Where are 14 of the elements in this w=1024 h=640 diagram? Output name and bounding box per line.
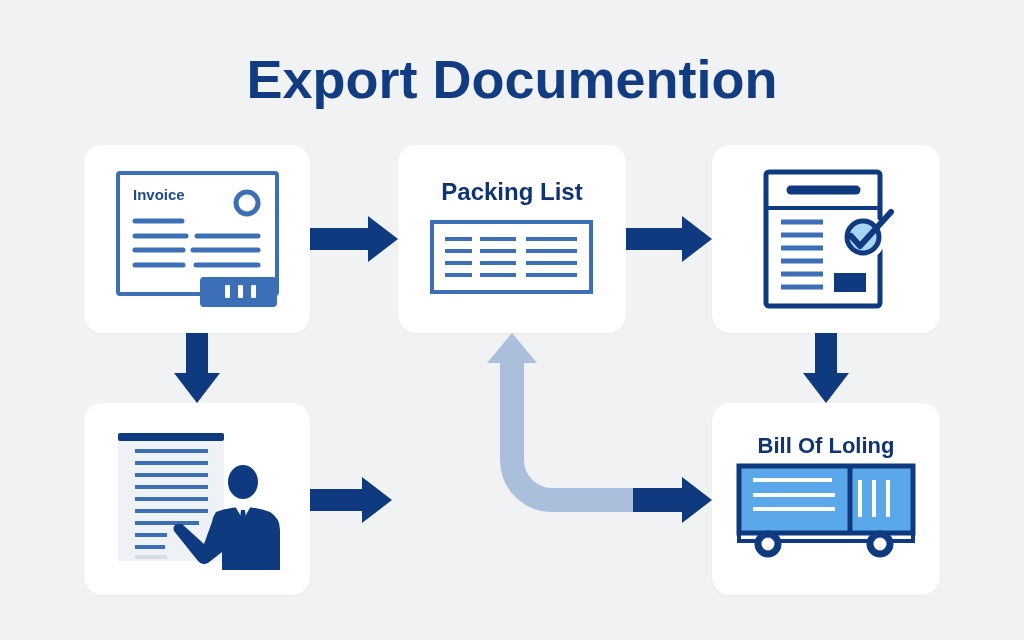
document-card	[712, 403, 940, 595]
document-card	[84, 403, 310, 595]
document-card	[712, 145, 940, 333]
arrow	[310, 477, 392, 523]
arrow	[803, 333, 849, 403]
document-card	[84, 145, 310, 333]
card-title: Packing List	[441, 180, 583, 204]
arrow	[310, 216, 398, 262]
arrow	[626, 216, 712, 262]
card-title: Bill Of Loling	[757, 435, 895, 457]
arrow	[174, 333, 220, 403]
document-heading: Invoice	[133, 187, 185, 202]
curved-arrow	[487, 333, 712, 523]
document-card	[398, 145, 626, 333]
